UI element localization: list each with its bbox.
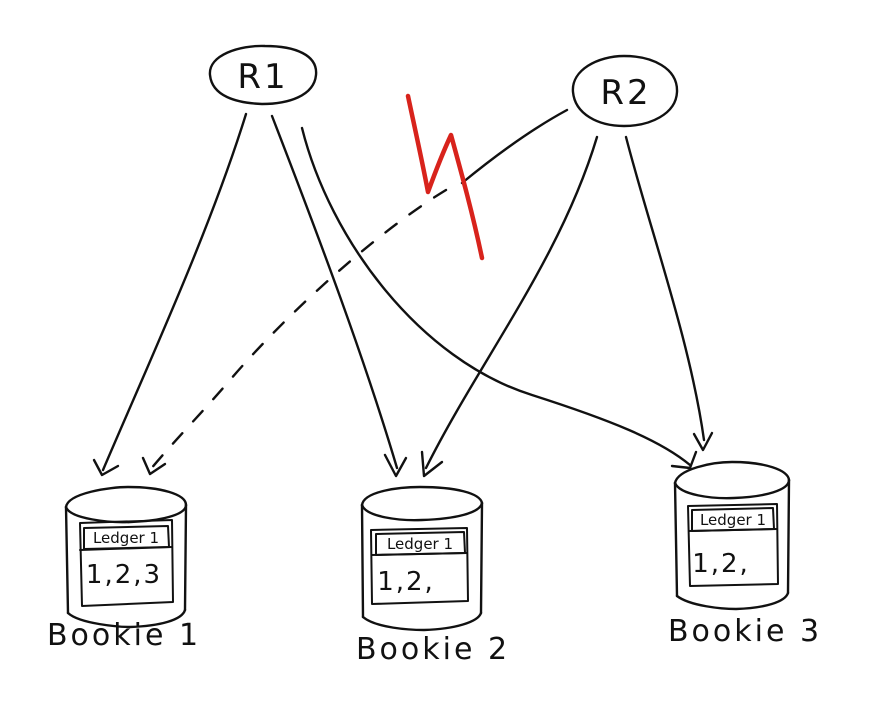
ledger-title: Ledger 1 [93, 529, 159, 547]
r1-to-bookie2-arrow [270, 114, 408, 478]
ledger-box [79, 519, 174, 607]
client-ellipse [571, 54, 679, 128]
r2-to-bookie3-arrow [624, 135, 714, 452]
client-ellipse [208, 44, 318, 106]
storage-cylinder-icon [673, 460, 791, 611]
storage-cylinder-icon [360, 485, 484, 632]
client-label: R2 [600, 73, 651, 113]
bookie-label: Bookie 2 [356, 632, 510, 667]
r2-to-bookie2-arrow [420, 135, 599, 478]
bookie-3: Ledger 1 1,2, Bookie 3 [668, 460, 822, 649]
bookie-2: Ledger 1 1,2, Bookie 2 [356, 485, 510, 667]
ledger-box [370, 527, 469, 605]
ledger-title: Ledger 1 [387, 535, 453, 553]
client-node-r2: R2 [571, 54, 679, 128]
ledger-entries: 1,2, [377, 567, 435, 597]
ledger-entries: 1,2, [692, 549, 750, 579]
bookie-label: Bookie 3 [668, 614, 822, 649]
bookie-1: Ledger 1 1,2,3 Bookie 1 [47, 485, 201, 653]
client-node-r1: R1 [208, 44, 318, 106]
ledger-title: Ledger 1 [700, 511, 766, 529]
ledger-box [687, 503, 779, 587]
lightning-bolt-icon [405, 93, 485, 261]
client-label: R1 [237, 57, 288, 97]
bookie-label: Bookie 1 [47, 618, 201, 653]
ledger-entries: 1,2,3 [86, 560, 162, 590]
r1-to-bookie3-arrow [300, 126, 698, 470]
r2-to-bookie1-failed-arrow [141, 108, 569, 476]
r1-to-bookie1-arrow [92, 112, 248, 477]
